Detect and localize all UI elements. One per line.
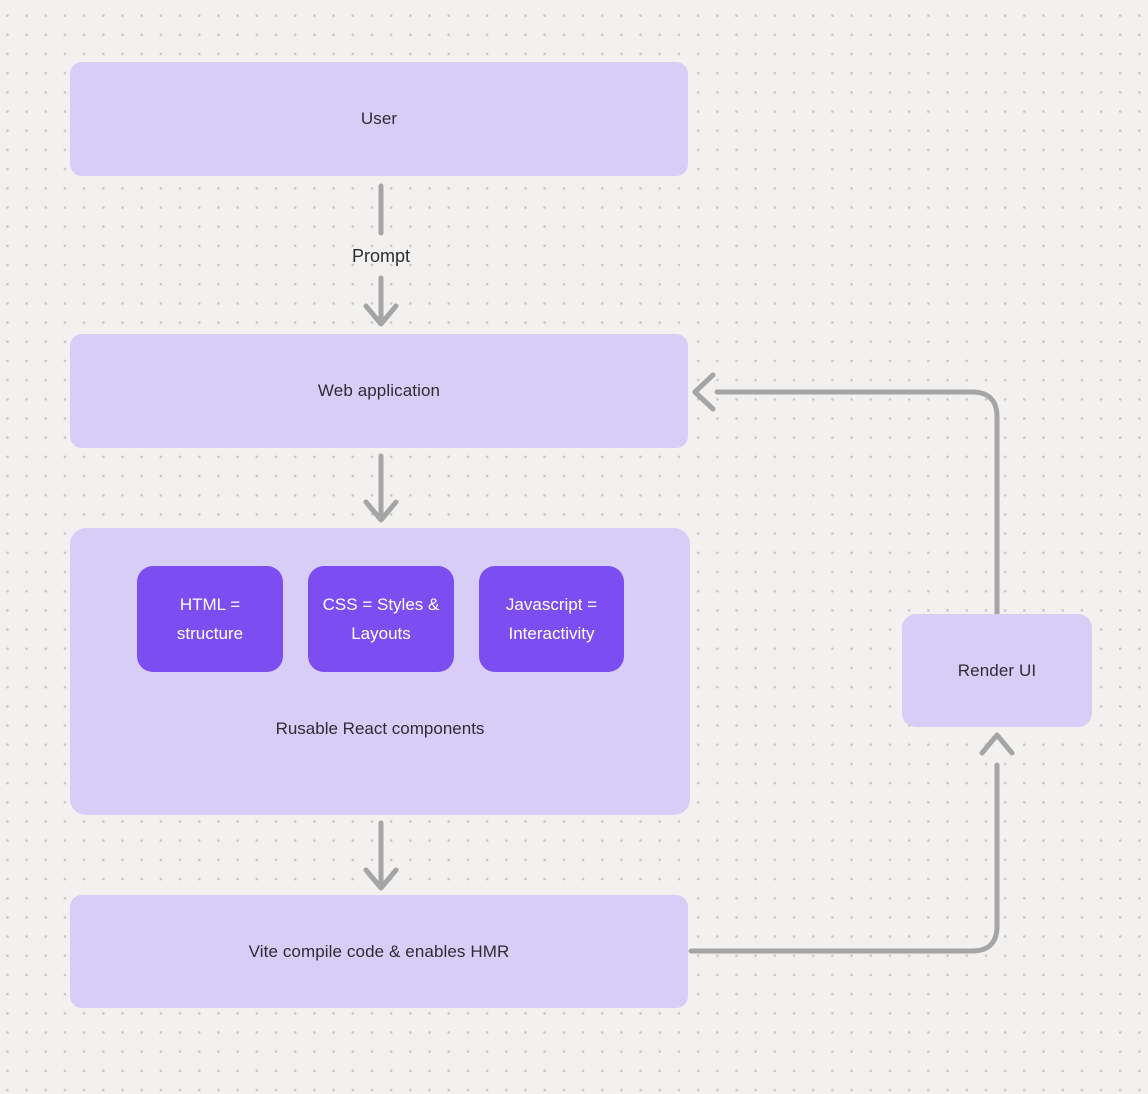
node-render-ui-label: Render UI — [957, 660, 1037, 680]
node-html[interactable]: HTML = structure — [137, 566, 283, 672]
node-web-application[interactable]: Web application — [70, 334, 688, 448]
vite-to-renderui-arrowhead-up-icon — [979, 732, 1015, 756]
node-components-container-label: Rusable React components — [275, 719, 485, 738]
node-javascript[interactable]: Javascript = Interactivity — [479, 566, 624, 672]
node-html-label: HTML = structure — [176, 595, 244, 643]
components-to-vite-arrowhead-down-icon — [363, 867, 399, 891]
node-vite-label: Vite compile code & enables HMR — [248, 941, 510, 961]
renderui-to-webapp-arrowhead-left-icon — [692, 372, 716, 412]
webapp-to-components-arrowhead-down-icon — [363, 499, 399, 523]
node-user-label: User — [360, 109, 398, 128]
renderui-to-webapp-shaft — [714, 389, 1000, 616]
node-render-ui[interactable]: Render UI — [902, 614, 1092, 727]
node-web-application-label: Web application — [317, 381, 441, 400]
node-vite[interactable]: Vite compile code & enables HMR — [70, 895, 688, 1008]
node-javascript-label: Javascript = Interactivity — [505, 595, 598, 643]
edge-label-prompt: Prompt — [351, 246, 411, 266]
node-css[interactable]: CSS = Styles & Layouts — [308, 566, 454, 672]
node-css-label: CSS = Styles & Layouts — [322, 595, 440, 643]
prompt-arrowhead-down-icon — [363, 303, 399, 327]
vite-to-renderui-shaft — [688, 762, 1000, 954]
node-user[interactable]: User — [70, 62, 688, 176]
